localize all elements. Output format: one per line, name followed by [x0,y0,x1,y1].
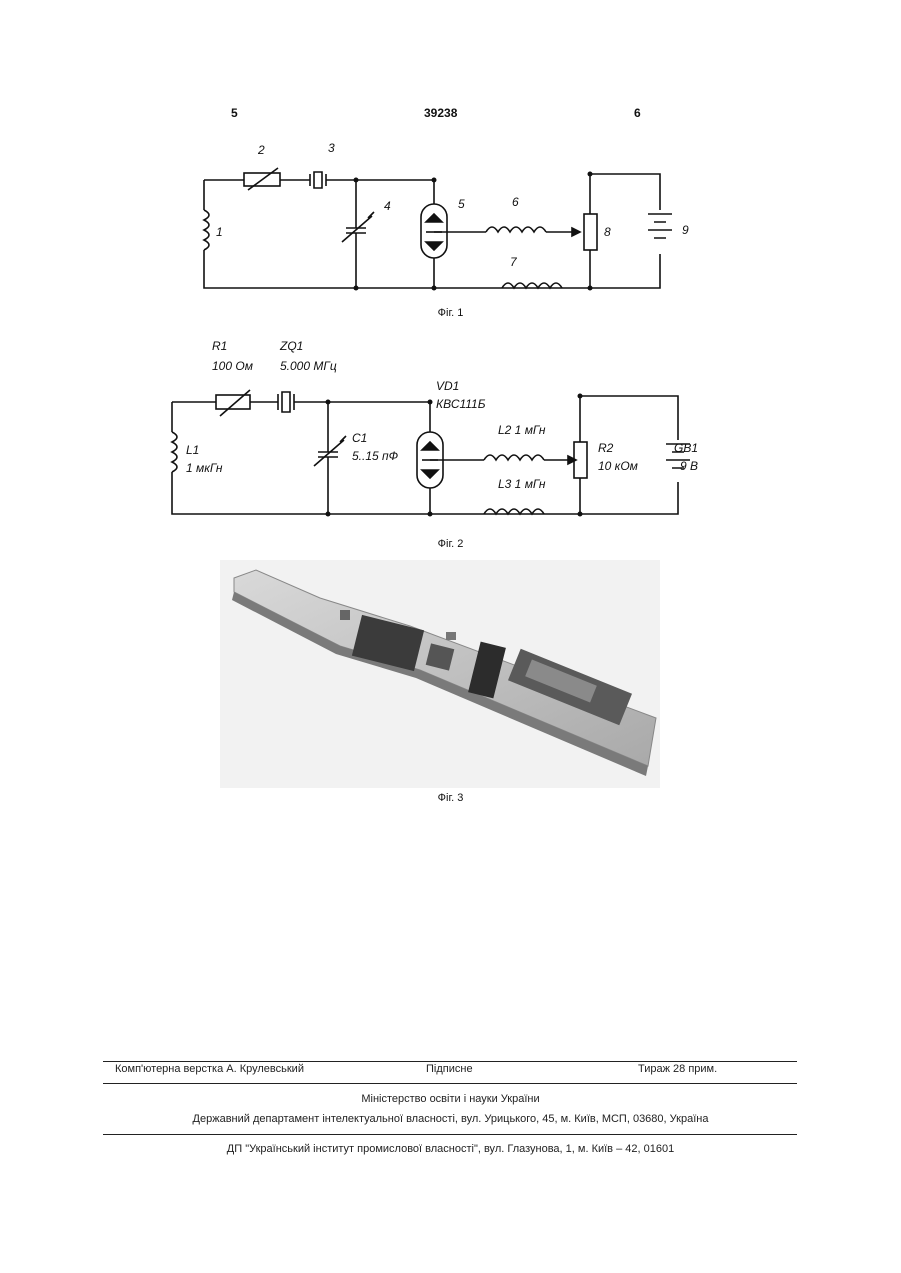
figure-3-photo [220,560,660,788]
fig1-label-4: 4 [384,199,391,213]
fig1-label-8: 8 [604,225,611,239]
figure-2-schematic: R1 100 Ом ZQ1 5.000 МГц VD1 КВС111Б C1 5… [150,336,710,536]
fig2-label-l1: L1 [186,443,199,457]
fig2-label-r2: R2 [598,441,614,455]
footer-layout-credit: Комп'ютерна верстка А. Крулевський [115,1063,304,1075]
fig2-label-vd1-value: КВС111Б [436,397,486,411]
footer-rule-top [103,1061,797,1062]
fig2-label-r1: R1 [212,339,227,353]
fig2-label-l1-value: 1 мкГн [186,461,223,475]
footer-institute: ДП "Український інститут промислової вла… [0,1143,901,1155]
page-number-left: 5 [231,106,238,120]
footer-department: Державний департамент інтелектуальної вл… [0,1113,901,1125]
fig2-label-c1: C1 [352,431,367,445]
fig1-label-7: 7 [510,255,518,269]
page-number-right: 6 [634,106,641,120]
fig2-label-l2: L2 1 мГн [498,423,546,437]
fig2-label-r2-value: 10 кОм [598,459,638,473]
fig2-label-l3: L3 1 мГн [498,477,546,491]
figure-1-caption: Фіг. 1 [0,307,901,319]
footer-print-run: Тираж 28 прим. [638,1063,717,1075]
figure-1-schematic: 1 2 3 4 5 6 7 8 9 [180,132,700,312]
fig1-label-9: 9 [682,223,689,237]
fig2-label-gb1-value: 9 В [680,459,698,473]
fig1-label-1: 1 [216,225,223,239]
footer-rule-bottom [103,1134,797,1135]
fig1-label-6: 6 [512,195,519,209]
fig1-label-2: 2 [257,143,265,157]
fig1-label-5: 5 [458,197,465,211]
fig2-label-gb1: GB1 [674,441,698,455]
fig1-label-3: 3 [328,141,335,155]
figure-2-caption: Фіг. 2 [0,538,901,550]
fig2-label-vd1: VD1 [436,379,459,393]
footer-rule-middle [103,1083,797,1084]
fig2-label-zq1-value: 5.000 МГц [280,359,337,373]
patent-number: 39238 [424,106,457,120]
figure-3-caption: Фіг. 3 [0,792,901,804]
fig2-label-r1-value: 100 Ом [212,359,253,373]
footer-signed: Підписне [426,1063,473,1075]
fig2-label-c1-value: 5..15 пФ [352,449,399,463]
fig2-label-zq1: ZQ1 [279,339,303,353]
footer-ministry: Міністерство освіти і науки України [0,1093,901,1105]
